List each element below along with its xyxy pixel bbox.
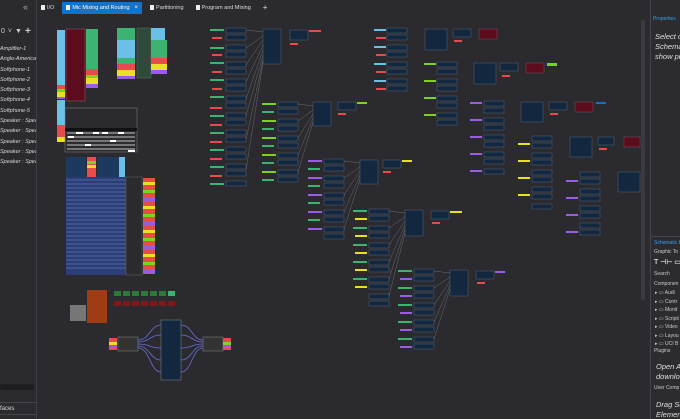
components-label: Componen: [654, 281, 679, 287]
document-icon: [150, 5, 155, 10]
channel-group-stack: [117, 27, 167, 79]
vertical-scrollbar[interactable]: [641, 20, 645, 300]
tab-properties[interactable]: Properties: [653, 16, 676, 22]
filter-icon[interactable]: ▼: [15, 27, 22, 35]
close-icon[interactable]: ×: [134, 4, 139, 11]
list-item[interactable]: Speaker : Speaker: [0, 118, 36, 125]
list-item[interactable]: Softphone-4: [0, 97, 30, 104]
component-list: Amplifier-1 Anglo-American Softphone-1 S…: [0, 44, 37, 168]
gain-cluster-6: [374, 27, 498, 92]
afs-controls: [70, 290, 175, 323]
horizontal-scrollbar[interactable]: [0, 384, 34, 390]
tree-item-uci[interactable]: ▸ ▭ UCI B: [655, 341, 679, 347]
document-icon: [66, 5, 71, 10]
tree-item-layout[interactable]: ▸ ▭ Layou: [655, 332, 679, 339]
divider: [651, 236, 680, 237]
tab-program-and-mixing[interactable]: Program and Mixing: [192, 2, 255, 14]
list-item[interactable]: Anglo-American: [0, 56, 37, 63]
gain-cluster-9: [518, 135, 641, 210]
interfaces-section[interactable]: faces: [0, 402, 36, 415]
tab-bar: « I/O Mic Mixing and Routing× Partitioni…: [23, 0, 650, 15]
graphic-tool-icons[interactable]: T ⊣⊢ ▭: [654, 259, 680, 266]
gain-cluster-4: [353, 208, 462, 307]
gain-cluster-7: [424, 61, 557, 126]
properties-hint: Select o Schemat show pr: [655, 32, 680, 61]
list-item[interactable]: Softphone-3: [0, 87, 30, 94]
tree-item-scripting[interactable]: ▸ ▭ Scripti: [655, 315, 679, 322]
collapse-icon[interactable]: «: [23, 2, 29, 12]
tree-item-control[interactable]: ▸ ▭ Contr: [655, 298, 678, 305]
graphic-tools-label: Graphic To: [654, 249, 679, 255]
add-icon[interactable]: +: [24, 25, 31, 37]
gain-cluster-8: [470, 100, 606, 175]
schematic-canvas[interactable]: ⟨⟩ ▾: [37, 15, 646, 419]
tree-item-monitoring[interactable]: ▸ ▭ Monit: [655, 307, 678, 313]
schematic-drawing: [57, 27, 641, 381]
left-panel: 0 ˅ ▼ + Amplifier-1 Anglo-American Softp…: [0, 0, 37, 419]
mixer-block-group: [57, 28, 98, 142]
plugins-label[interactable]: Plugins: [654, 348, 671, 354]
tree-item-audio[interactable]: ▸ ▭ Audi: [655, 290, 675, 296]
add-tab-button[interactable]: +: [262, 3, 268, 12]
list-item[interactable]: Softphone-1: [0, 66, 30, 73]
left-toolbar: 0 ˅ ▼ +: [0, 25, 36, 37]
chevron-down-icon[interactable]: ˅: [7, 27, 12, 35]
document-icon: [195, 5, 200, 10]
gain-cluster-col-1b: [210, 107, 247, 187]
list-item[interactable]: Softphone-5: [0, 107, 30, 114]
tab-io[interactable]: I/O: [37, 2, 58, 14]
tab-partitioning[interactable]: Partitioning: [146, 2, 188, 14]
list-item[interactable]: Amplifier-1: [0, 46, 27, 52]
list-item[interactable]: Speaker : Speaker: [0, 138, 36, 145]
tree-item-video[interactable]: ▸ ▭ Video: [655, 324, 678, 330]
tab-mic-mixing-and-routing[interactable]: Mic Mixing and Routing×: [62, 1, 143, 14]
list-item[interactable]: Speaker : Speaker: [0, 148, 36, 155]
gain-cluster-2: [262, 101, 367, 183]
plugins-hint: Open A downlo: [656, 362, 680, 381]
matrix-grid: [64, 107, 138, 153]
gain-cluster-10: [566, 171, 641, 236]
control-router: [109, 319, 231, 381]
gain-cluster-3: [308, 158, 412, 240]
right-panel: Properties Select o Schemat show pr Sche…: [650, 0, 680, 419]
drag-hint: Drag Sc Elemen: [656, 400, 680, 419]
user-components-label[interactable]: User Comp: [654, 385, 680, 391]
list-item[interactable]: Speaker : Speaker: [0, 159, 36, 166]
list-item[interactable]: Softphone-2: [0, 76, 30, 83]
list-item[interactable]: Speaker : Speaker: [0, 128, 36, 135]
schematic-elements-header[interactable]: Schematic E: [654, 240, 680, 246]
document-icon: [41, 5, 45, 10]
gain-cluster-5: [398, 268, 505, 350]
gain-cluster-1: [210, 27, 321, 171]
router-block: [66, 157, 155, 276]
count-field[interactable]: 0: [1, 27, 5, 35]
search-label[interactable]: Search: [654, 271, 670, 277]
